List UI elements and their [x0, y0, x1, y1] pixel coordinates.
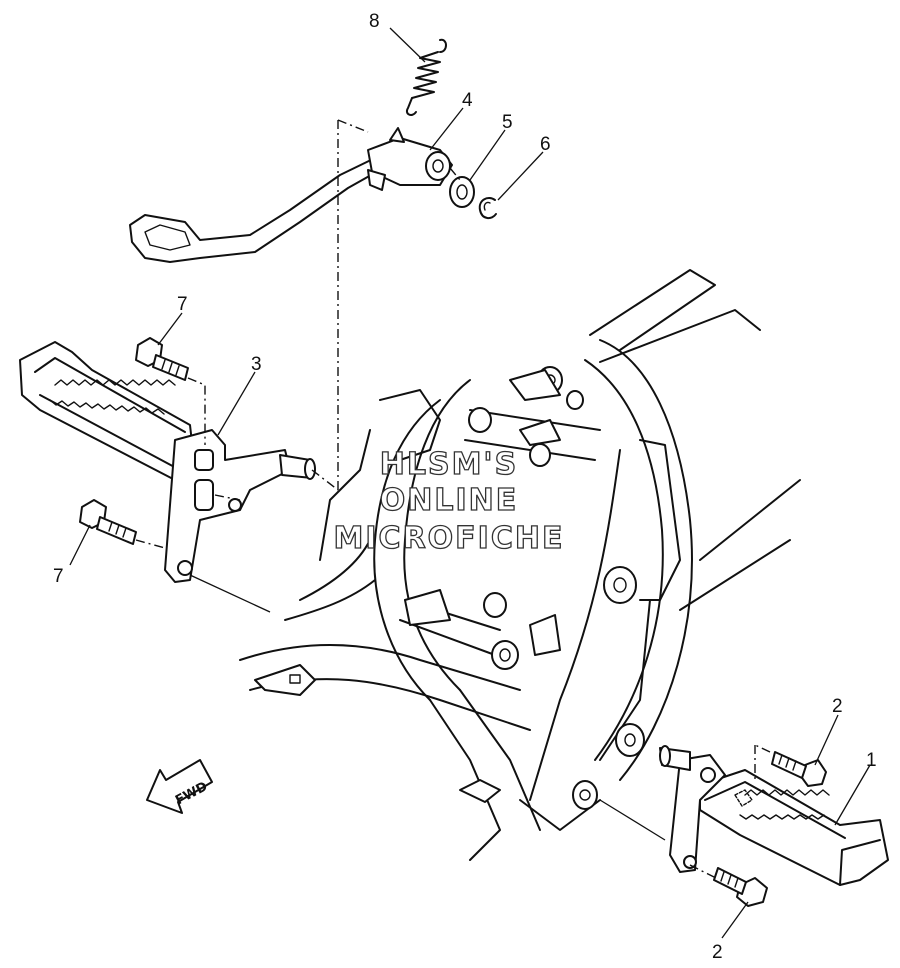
watermark-line-1: HLSM'S	[380, 447, 518, 482]
callout-7-upper: 7	[177, 294, 188, 315]
washer	[449, 176, 475, 208]
callout-3: 3	[251, 354, 262, 375]
callout-1: 1	[866, 750, 877, 771]
callout-4: 4	[462, 90, 473, 111]
left-footpeg-bracket	[164, 429, 316, 583]
bolt-2-lower	[713, 867, 768, 907]
return-spring	[406, 38, 447, 116]
callout-8: 8	[369, 11, 380, 32]
callout-5: 5	[502, 112, 513, 133]
frame	[239, 269, 801, 861]
assembly-lines	[135, 119, 771, 879]
forward-direction-arrow: FWD	[146, 759, 213, 814]
callout-2-upper: 2	[832, 696, 843, 717]
callout-labels: 8 4 5 6 7 3 7 2 1 2	[53, 11, 877, 963]
watermark-line-2: ONLINE	[380, 483, 519, 518]
watermark: HLSM'S ONLINE MICROFICHE	[333, 446, 565, 556]
brake-pedal	[129, 127, 453, 263]
bolt-2-upper	[771, 751, 827, 787]
bolt-7-lower	[79, 499, 137, 545]
callout-7-lower: 7	[53, 566, 64, 587]
watermark-line-3: MICROFICHE	[334, 521, 565, 556]
callout-2-lower: 2	[712, 942, 723, 963]
callout-6: 6	[540, 134, 551, 155]
left-footpeg	[19, 341, 196, 481]
right-footpeg	[659, 745, 889, 886]
circlip	[478, 197, 497, 220]
bolt-7-upper	[135, 337, 189, 381]
callout-leaders	[69, 27, 871, 939]
